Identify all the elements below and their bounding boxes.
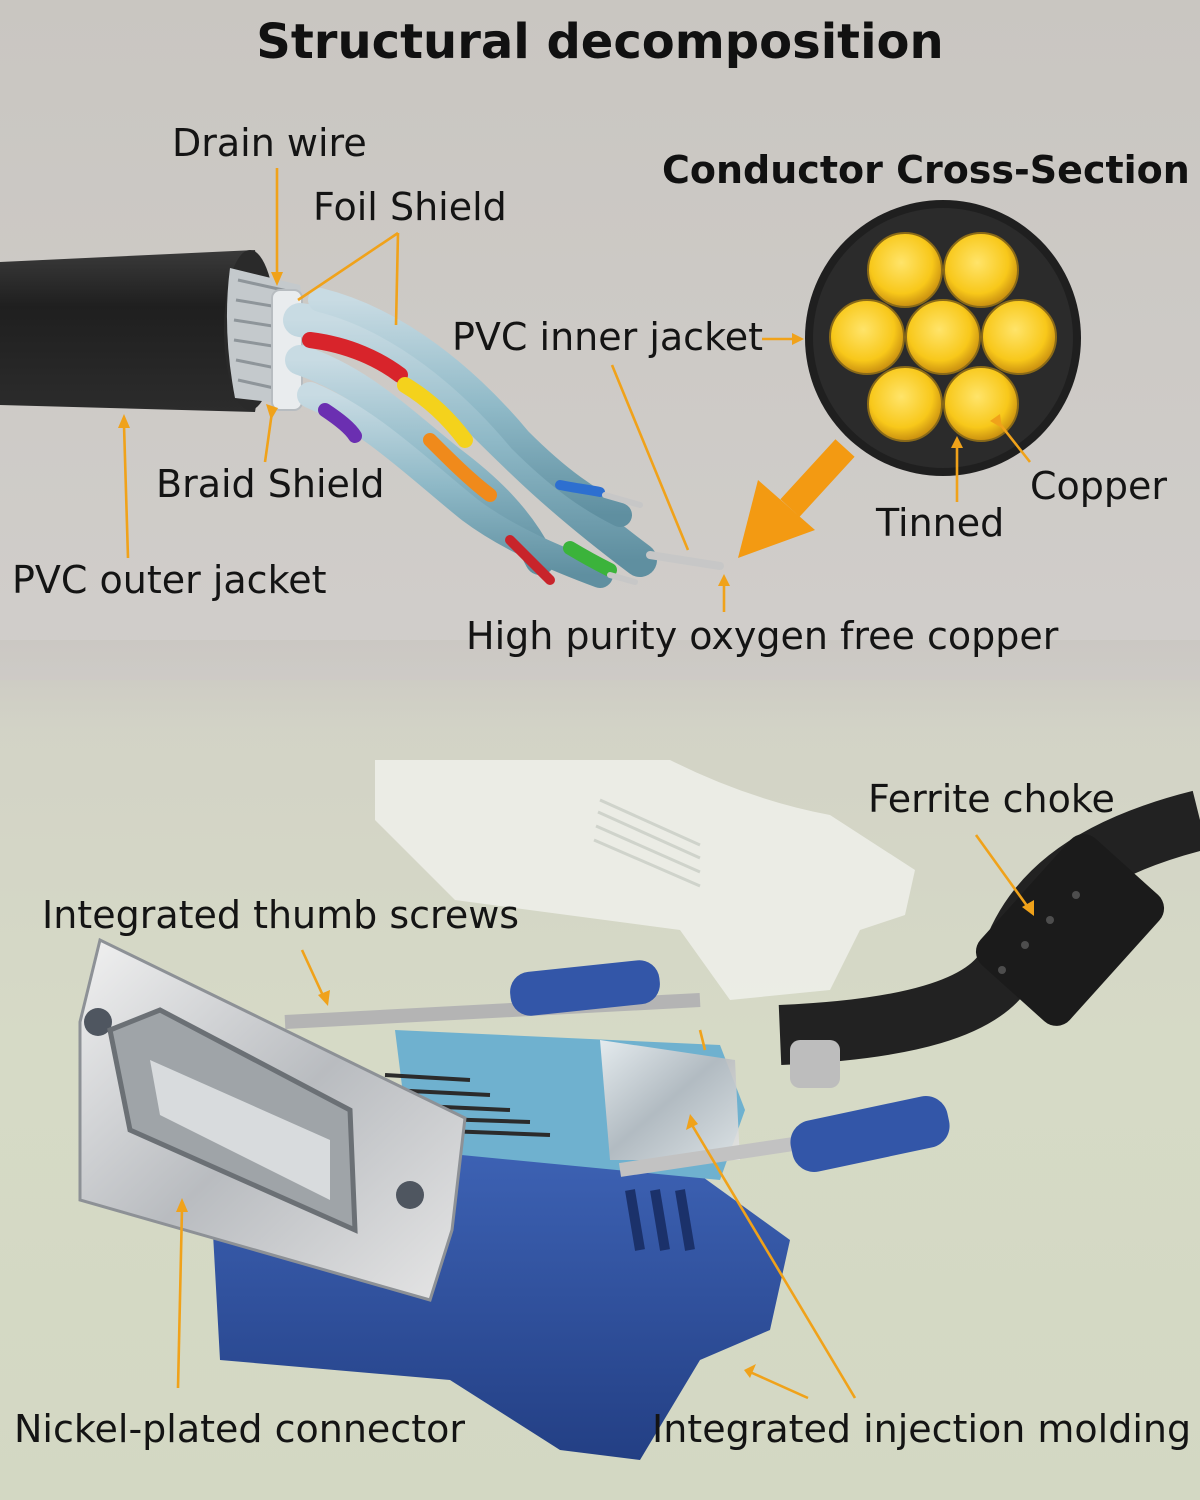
cross-section-icon xyxy=(805,200,1081,476)
label-copper: Copper xyxy=(1030,464,1168,508)
bottom-leader-lines xyxy=(176,834,1034,1400)
label-pvc-outer-jacket: PVC outer jacket xyxy=(12,558,327,602)
panel-transition xyxy=(0,640,1200,730)
label-ferrite-choke: Ferrite choke xyxy=(868,777,1115,821)
label-foil-shield: Foil Shield xyxy=(313,185,507,229)
label-thumb-screws: Integrated thumb screws xyxy=(42,893,520,937)
vga-connector-illustration xyxy=(78,760,1200,1460)
label-injection-molding: Integrated injection molding xyxy=(652,1407,1192,1451)
label-drain-wire: Drain wire xyxy=(172,121,367,165)
label-braid-shield: Braid Shield xyxy=(156,462,385,506)
page-title: Structural decomposition xyxy=(256,14,944,70)
label-oxygen-free-copper: High purity oxygen free copper xyxy=(466,614,1059,658)
label-nickel-connector: Nickel-plated connector xyxy=(14,1407,465,1451)
pointer-arrow-icon xyxy=(738,439,855,558)
cable-illustration xyxy=(0,250,724,588)
label-tinned: Tinned xyxy=(876,501,1005,545)
top-leader-lines xyxy=(118,168,1032,612)
label-pvc-inner-jacket: PVC inner jacket xyxy=(452,315,763,359)
cross-section-title: Conductor Cross-Section xyxy=(662,148,1190,192)
